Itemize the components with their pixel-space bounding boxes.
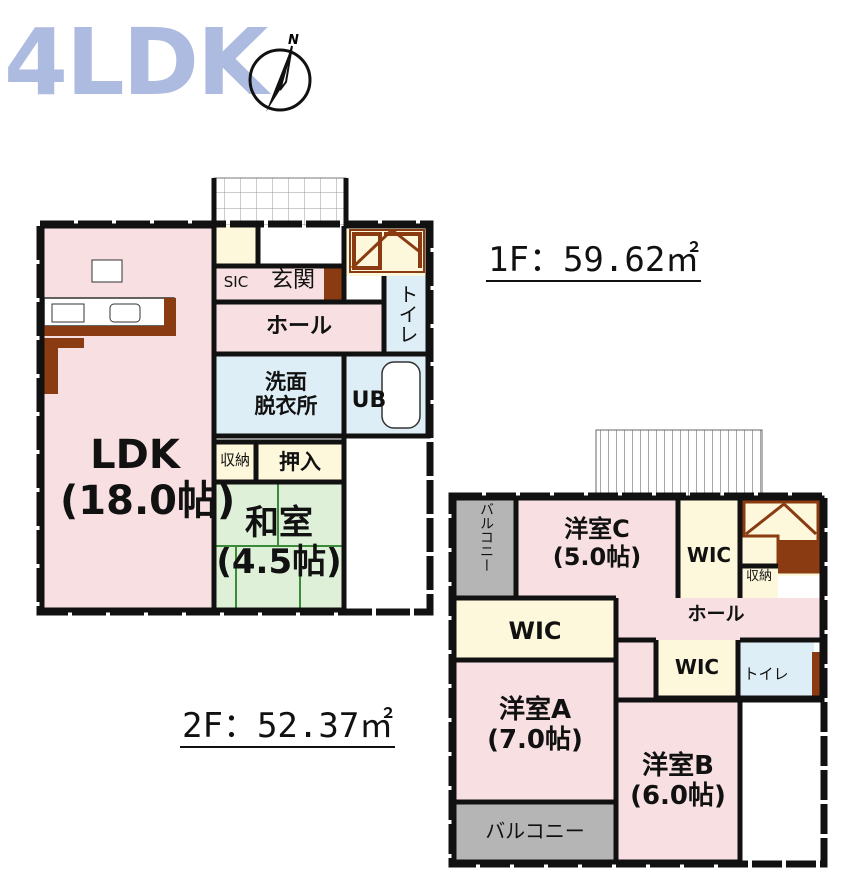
- genkan-room: [214, 266, 344, 302]
- balcony-bottom-label: バルコニー: [485, 819, 585, 843]
- first-floor-area: 1F：59.62㎡: [486, 240, 702, 282]
- compass-label: N: [288, 33, 299, 48]
- hall-label-1f: ホール: [265, 314, 332, 339]
- second-floor-plan: [448, 429, 828, 868]
- hall-room: [214, 302, 384, 354]
- second-floor-area: 2F：52.37㎡: [180, 706, 396, 748]
- toilet-label-2f: トイレ: [743, 665, 789, 683]
- washitsu-label: 和室 (4.5帖): [216, 503, 342, 583]
- wic-2: [454, 598, 616, 660]
- hall-label-2f: ホール: [687, 603, 745, 625]
- toilet-2f: [738, 640, 814, 698]
- storage-2f: [740, 566, 778, 598]
- balcony-bottom: [454, 802, 616, 862]
- senmen-room: [214, 354, 344, 436]
- senmen-label: 洗面 脱衣所: [254, 370, 318, 419]
- top-railing: [595, 429, 763, 499]
- toilet-label-1f: トイレ: [395, 284, 419, 344]
- yoshitsu-a-label: 洋室A (7.0帖): [487, 695, 583, 755]
- yoshitsu-b-label: 洋室B (6.0帖): [630, 751, 726, 811]
- ub-label: UB: [351, 388, 387, 413]
- hall-2f: [616, 598, 822, 640]
- balcony-side-label: バルコニー: [478, 502, 494, 572]
- storage-1f: [214, 442, 256, 482]
- wic-label-1: WIC: [686, 543, 732, 567]
- yoshitsu-c-room: [516, 498, 678, 598]
- balcony-side: [454, 498, 516, 598]
- genkan-floor: [258, 226, 344, 266]
- wic-label-3: WIC: [674, 655, 720, 679]
- wic-1: [678, 498, 740, 598]
- yoshitsu-b-room: [616, 700, 740, 862]
- oshiire-label: 押入: [279, 450, 321, 474]
- ldk-label: LDK (18.0帖): [60, 432, 236, 524]
- sic-shelf: [214, 226, 258, 266]
- first-floor-plan: [36, 177, 434, 616]
- oshiire: [256, 442, 344, 482]
- genkan-label: 玄関: [270, 268, 315, 293]
- toilet-room: [384, 276, 428, 354]
- north-arrow-icon: N: [248, 33, 312, 112]
- yoshitsu-a-room: [454, 660, 616, 802]
- ldk-room: [42, 226, 214, 610]
- sic-label: SIC: [223, 273, 249, 291]
- wic-3: [656, 640, 738, 698]
- page-title: 4LDK: [4, 9, 268, 116]
- storage-label-2f: 収納: [745, 569, 772, 584]
- storage-label-1f: 収納: [219, 451, 250, 469]
- wic-label-2: WIC: [508, 617, 562, 645]
- yoshitsu-c-label: 洋室C (5.0帖): [552, 515, 642, 571]
